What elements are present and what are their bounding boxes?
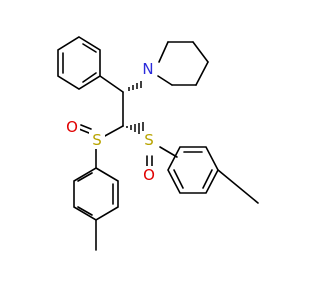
bond-s-o-left (78, 124, 92, 134)
tolyl-ring-right (167, 146, 259, 204)
nitrogen-atom: N (142, 60, 153, 78)
bond-s-o-right (146, 155, 153, 167)
bond-s-right-ring (159, 146, 178, 158)
bond-phenyl-c1 (99, 75, 124, 93)
piperidine-ring (157, 41, 209, 86)
oxygen-atom-left: O (66, 118, 78, 136)
sulfur-atom-left: S (92, 131, 102, 149)
atom-labels: N S S O O (64, 60, 157, 184)
stereo-wedges (126, 81, 144, 136)
hashed-wedge-c2-s-right (126, 122, 144, 136)
phenyl-ring (57, 36, 101, 90)
structure-diagram: N S S O O (57, 36, 259, 251)
bond-c2-s-left (102, 125, 124, 138)
tolyl-ring-left (73, 167, 119, 251)
bonds (57, 36, 259, 251)
oxygen-atom-right: O (143, 166, 155, 184)
hashed-wedge-c1-n (128, 81, 142, 91)
molecule-canvas: N S S O O (57, 36, 259, 251)
sulfur-atom-right: S (144, 131, 154, 149)
